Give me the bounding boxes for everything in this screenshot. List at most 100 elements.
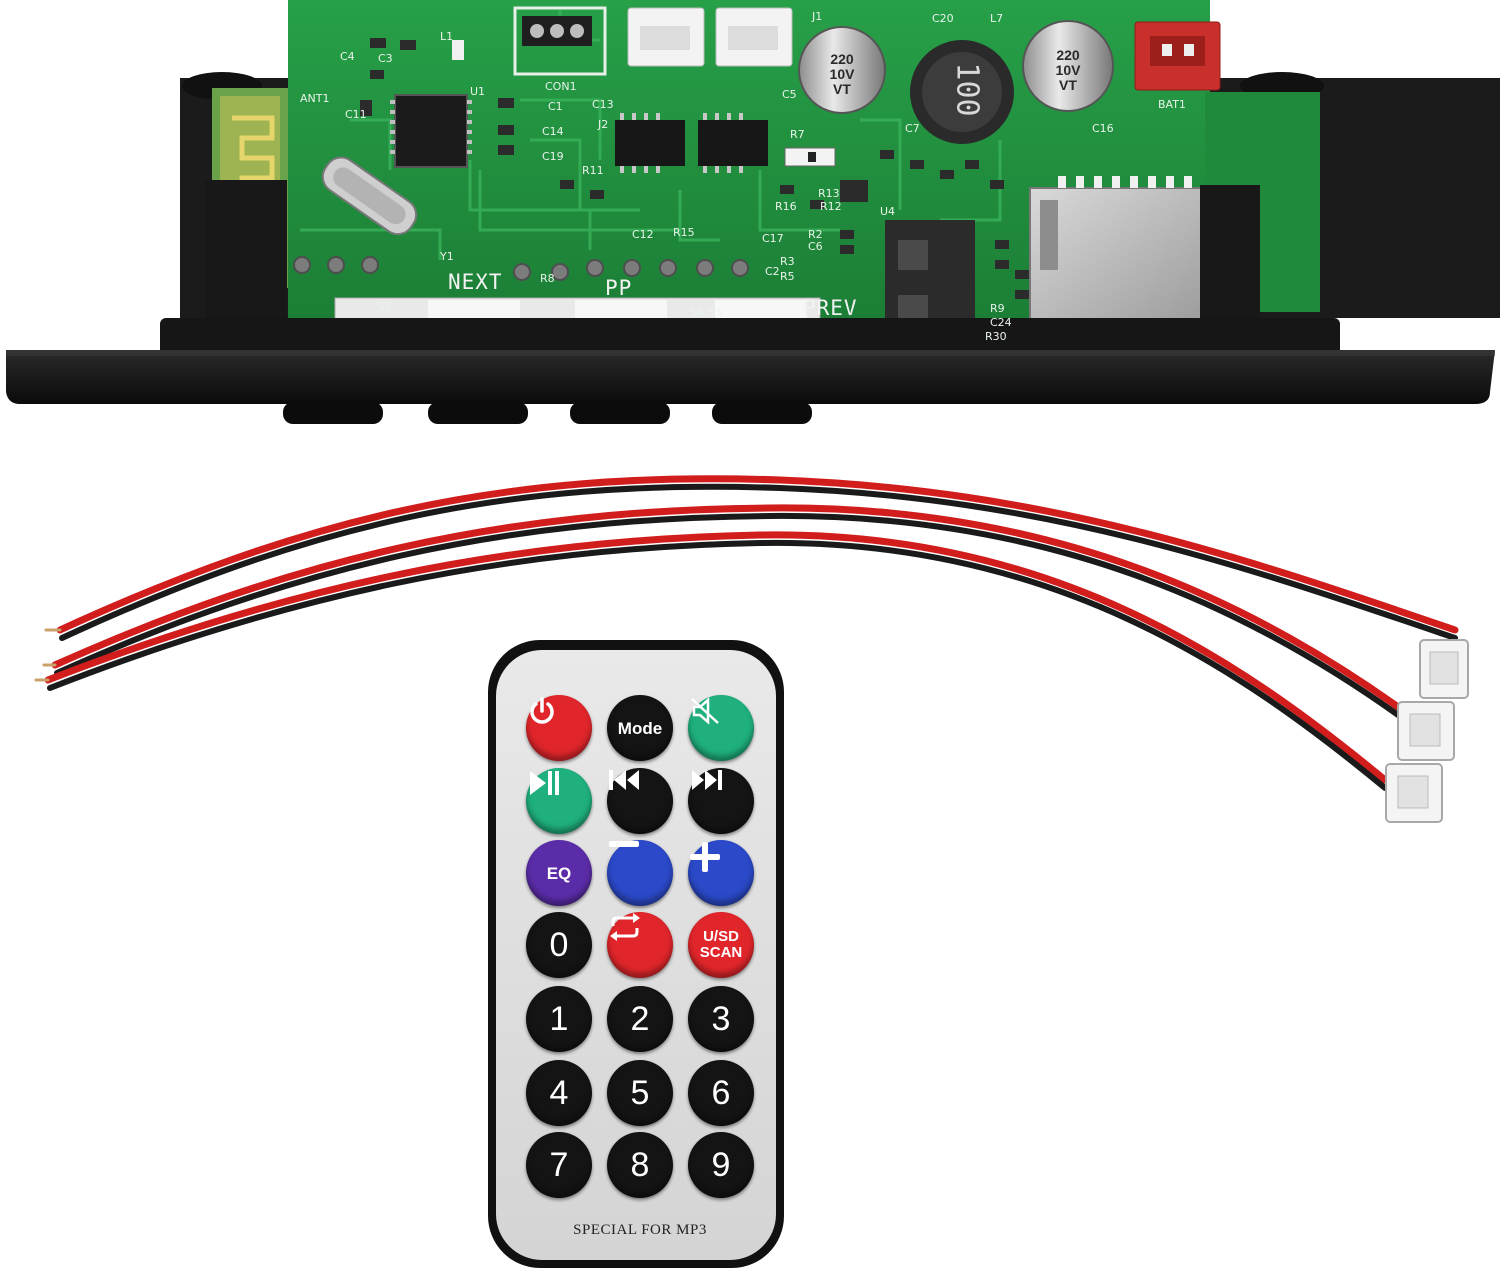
play-pause-button[interactable] [526,768,592,834]
pcb-label-prev: PREV [803,296,858,320]
eq-button[interactable]: EQ [526,840,592,906]
capacitor-voltage: 10V [1055,62,1081,78]
silkscreen-label: L7 [990,12,1004,25]
cable-1-black-wire [59,483,1458,641]
button-label: 8 [630,1146,650,1184]
digit-5-button[interactable]: 5 [607,1060,673,1126]
cable-2-plug [1397,701,1455,761]
repeat-button[interactable] [607,912,673,978]
capacitor-value: 220 [1056,47,1080,63]
silkscreen-label: C12 [632,228,654,241]
button-label: 0 [549,926,569,964]
silkscreen-label: BAT1 [1158,98,1186,111]
digit-0-button[interactable]: 0 [526,912,592,978]
digit-1-button[interactable]: 1 [526,986,592,1052]
button-label: 2 [630,1000,650,1038]
cable-3-red-wire [44,531,1389,784]
digit-3-button[interactable]: 3 [688,986,754,1052]
silkscreen-label: C11 [345,108,367,121]
silkscreen-label: R30 [985,330,1007,343]
digit-2-button[interactable]: 2 [607,986,673,1052]
capacitor-series: VT [1059,77,1077,93]
silkscreen-label: R11 [582,164,604,177]
silkscreen-label: R9 [990,302,1005,315]
button-label: 1 [549,1000,569,1038]
silkscreen-label: R15 [673,226,695,239]
silkscreen-label: C24 [990,316,1012,329]
bezel-top-lip [160,318,1340,358]
bezel-button-1[interactable] [283,402,383,424]
cable-3-black-wire [47,539,1388,791]
silkscreen-label: C17 [762,232,784,245]
digit-4-button[interactable]: 4 [526,1060,592,1126]
cable-3-plug [1385,763,1443,823]
silkscreen-label: C19 [542,150,564,163]
pcb-label-next: NEXT [448,270,503,294]
silkscreen-label: C13 [592,98,614,111]
button-label: 6 [711,1074,731,1112]
bezel-button-3[interactable] [570,402,670,424]
cable-1-plug [1419,639,1469,699]
decoder-board [6,0,1500,424]
silkscreen-label: S2 [378,300,392,313]
next-button[interactable] [688,768,754,834]
silkscreen-label: C20 [932,12,954,25]
silkscreen-label: R2 [808,228,823,241]
bezel-button-2[interactable] [428,402,528,424]
silkscreen-label: R13 [818,187,840,200]
sd-card-slot [1029,187,1211,329]
silkscreen-label: C14 [542,125,564,138]
button-label: 5 [630,1074,650,1112]
silkscreen-label: C4 [340,50,355,63]
silkscreen-label: C2 [765,265,780,278]
capacitor-value: 220 [830,51,854,67]
bezel-button-4[interactable] [712,402,812,424]
capacitor-c5 [798,26,886,114]
amplifier-chip-1 [615,120,685,166]
button-label: 3 [711,1000,731,1038]
silkscreen-label: C16 [1092,122,1114,135]
button-label: Mode [617,718,663,738]
capacitor-c16 [1022,20,1114,112]
decoder-chip [394,94,468,168]
pcb-label-pp: PP [605,276,633,300]
silkscreen-label: S4 [690,306,704,319]
cable-2-red-wire [51,504,1409,716]
volume-up-button[interactable] [688,840,754,906]
silkscreen-label: J1 [812,10,823,23]
previous-button[interactable] [607,768,673,834]
silkscreen-label: ANT1 [300,92,330,105]
cable-1-red-wire [56,475,1459,634]
cable-2-black-wire [54,512,1408,723]
volume-down-button[interactable] [607,840,673,906]
digit-8-button[interactable]: 8 [607,1132,673,1198]
digit-6-button[interactable]: 6 [688,1060,754,1126]
silkscreen-label: R7 [790,128,805,141]
front-bezel [6,350,1495,404]
button-label: U/SD SCAN [699,928,743,961]
button-label: 4 [549,1074,569,1112]
silkscreen-label: J2 [598,118,609,131]
remote-caption: SPECIAL FOR MP3 [573,1222,707,1238]
mute-button[interactable] [688,695,754,761]
silkscreen-label: R3 [780,255,795,268]
capacitor-series: VT [833,81,851,97]
silkscreen-label: R12 [820,200,842,213]
silkscreen-label: L1 [440,30,454,43]
power-button[interactable] [526,695,592,761]
silkscreen-label: R5 [780,270,795,283]
silkscreen-label: C3 [378,52,393,65]
mode-button[interactable]: Mode [607,695,673,761]
cable-set [34,475,1469,823]
silkscreen-label: S3 [708,306,722,319]
silkscreen-label: C1 [548,100,563,113]
digit-7-button[interactable]: 7 [526,1132,592,1198]
silkscreen-label: U1 [470,85,486,98]
silkscreen-label: C5 [782,88,797,101]
silkscreen-label: CON1 [545,80,577,93]
button-label: EQ [546,863,572,883]
capacitor-c16-marking: 220 10V VT [1042,48,1094,93]
button-label: 7 [549,1146,569,1184]
digit-9-button[interactable]: 9 [688,1132,754,1198]
usd-scan-button[interactable]: U/SD SCAN [688,912,754,978]
